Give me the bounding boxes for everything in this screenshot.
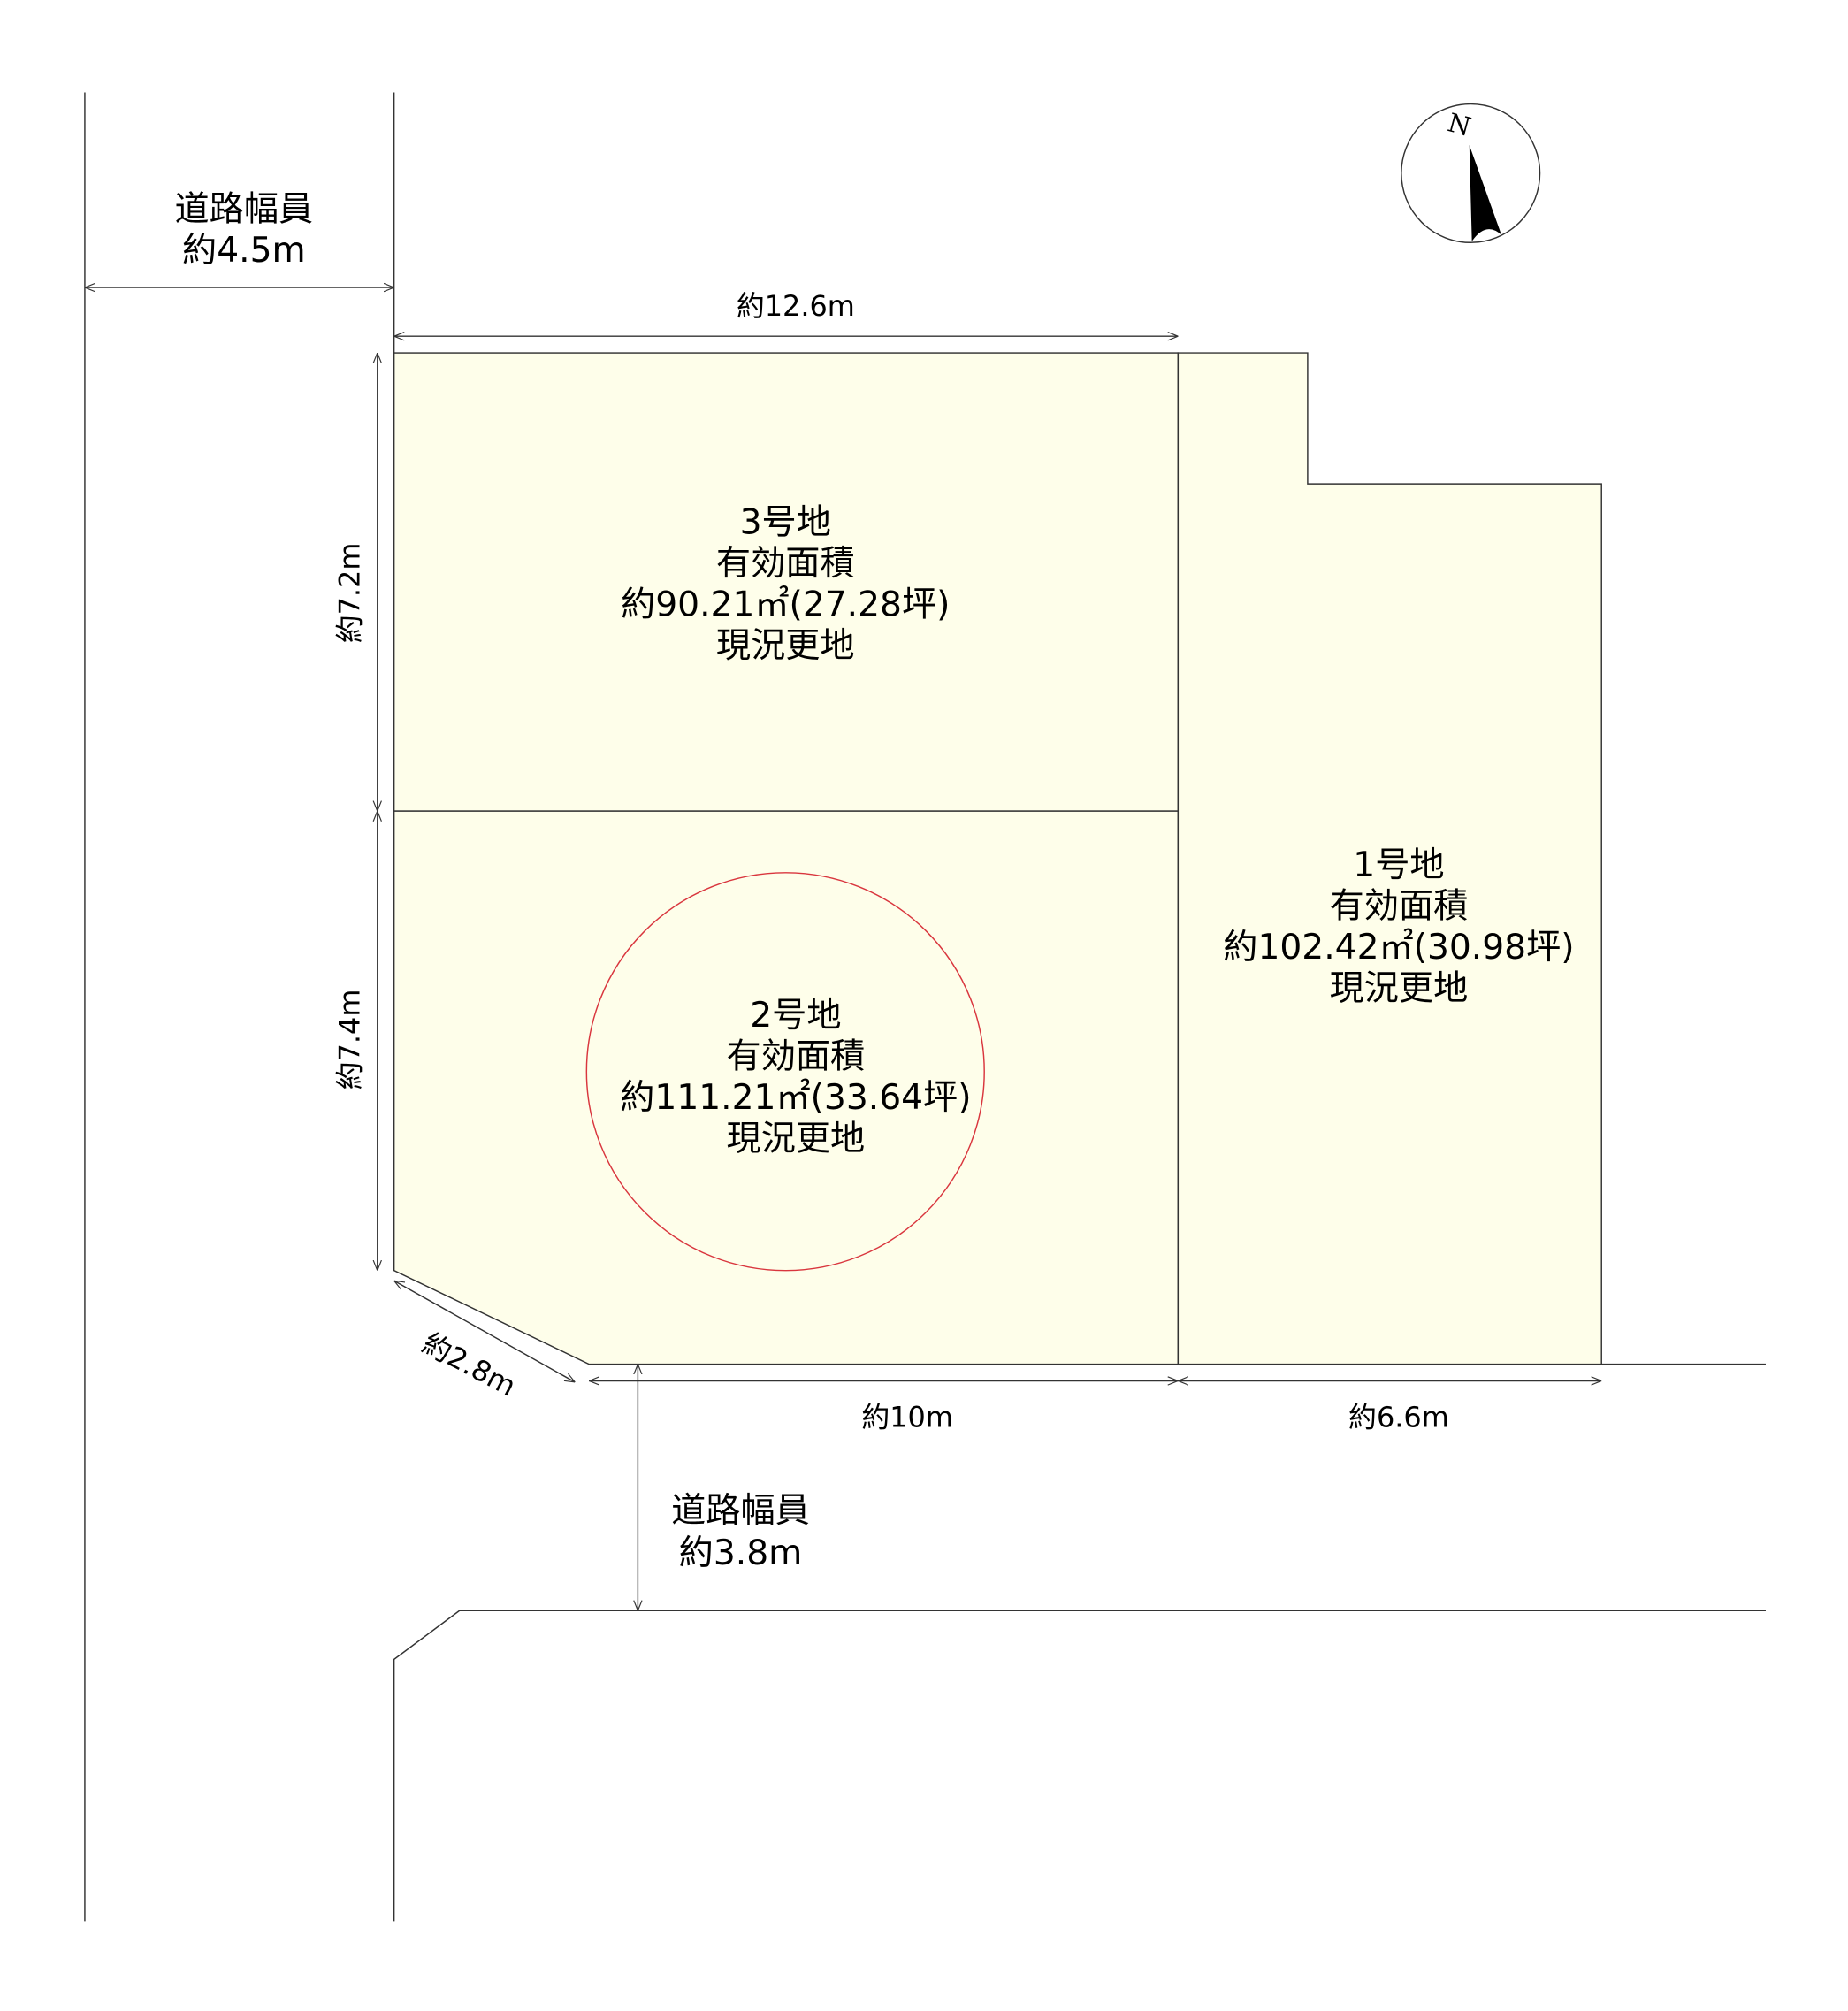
lot-1-label: 1号地 有効面積 約102.42㎡(30.98坪) 現況更地 [1223, 845, 1574, 1008]
south-road-edge [393, 1610, 1766, 1922]
dim-bottom-left-label: 約10m [861, 1401, 953, 1434]
svg-text:現況更地: 現況更地 [727, 1119, 866, 1158]
south-road-title: 道路幅員 [671, 1491, 810, 1531]
svg-text:有効面積: 有効面積 [716, 544, 855, 584]
west-road-title: 道路幅員 [175, 190, 314, 230]
svg-text:有効面積: 有効面積 [727, 1036, 866, 1076]
lot-2[interactable] [393, 810, 1180, 1365]
dim-left-upper-label: 約7.2m [332, 543, 366, 644]
dim-top-label: 約12.6m [737, 289, 855, 323]
dim-bottom-right-label: 約6.6m [1348, 1401, 1449, 1434]
svg-text:約102.42㎡(30.98坪): 約102.42㎡(30.98坪) [1223, 928, 1574, 967]
lot-2-label: 2号地 有効面積 約111.21㎡(33.64坪) 現況更地 [620, 996, 971, 1158]
lot-3-label: 3号地 有効面積 約90.21㎡(27.28坪) 現況更地 [621, 503, 950, 666]
svg-text:現況更地: 現況更地 [716, 626, 855, 666]
svg-text:現況更地: 現況更地 [1330, 968, 1469, 1008]
svg-text:1号地: 1号地 [1353, 845, 1444, 885]
highlight-circle [585, 872, 985, 1272]
svg-text:約90.21㎡(27.28坪): 約90.21㎡(27.28坪) [621, 585, 950, 625]
lot-1[interactable] [1177, 352, 1602, 1365]
svg-text:約111.21㎡(33.64坪): 約111.21㎡(33.64坪) [620, 1078, 971, 1118]
svg-text:有効面積: 有効面積 [1330, 887, 1469, 927]
west-road-width: 約4.5m [182, 231, 306, 271]
dim-corner [394, 1281, 576, 1382]
lot-3[interactable] [393, 352, 1180, 812]
dim-left-lower-label: 約7.4m [332, 990, 366, 1090]
south-road-width: 約3.8m [679, 1533, 803, 1573]
dim-corner-label: 約2.8m [417, 1327, 522, 1403]
svg-text:3号地: 3号地 [740, 503, 831, 543]
north-compass-icon: N [1401, 103, 1541, 243]
svg-text:2号地: 2号地 [750, 996, 841, 1036]
